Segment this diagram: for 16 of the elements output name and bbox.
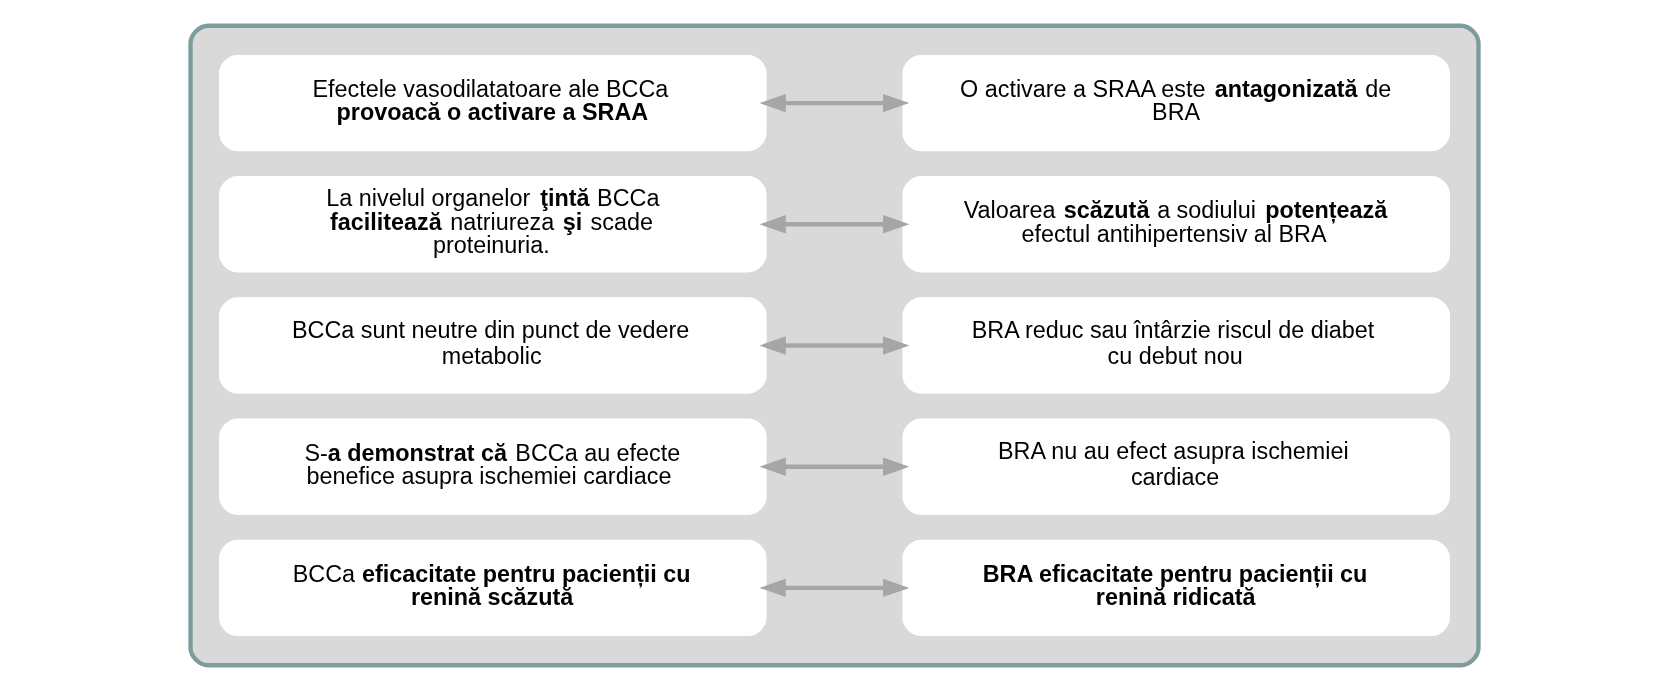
arrow [759, 93, 910, 113]
node-box: BCCa eficacitate pentru pacienții cu renină scăzută [219, 539, 767, 637]
node-box: BRA nu au efect asupra ischemiei cardiace [902, 418, 1450, 515]
arrow [759, 578, 910, 598]
node-box: O activare a SRAA este antagonizată de BRA [902, 54, 1450, 152]
node-box: La nivelul organelor ţintă BCCa facilitează natriureza şi scade proteinuria. [219, 176, 767, 273]
node-box: BRA eficacitate pentru pacienții cu renină ridicată [902, 539, 1450, 637]
cluster [188, 23, 1481, 668]
arrow [759, 336, 910, 355]
node-box: Efectele vasodilatatoare ale BCCa provoacă o activare a SRAA [219, 54, 767, 152]
node-box: Valoarea scăzută a sodiului potențează efectul antihipertensiv al BRA [902, 176, 1450, 273]
arrow [759, 457, 910, 476]
node-box: BRA reduc sau întârzie riscul de diabet cu debut nou [902, 297, 1450, 394]
node-box: BCCa sunt neutre din punct de vedere metabolic [219, 297, 767, 394]
arrow [759, 215, 910, 234]
node-box: S-a demonstrat că BCCa au efecte benefice asupra ischemiei cardiace [219, 418, 767, 515]
